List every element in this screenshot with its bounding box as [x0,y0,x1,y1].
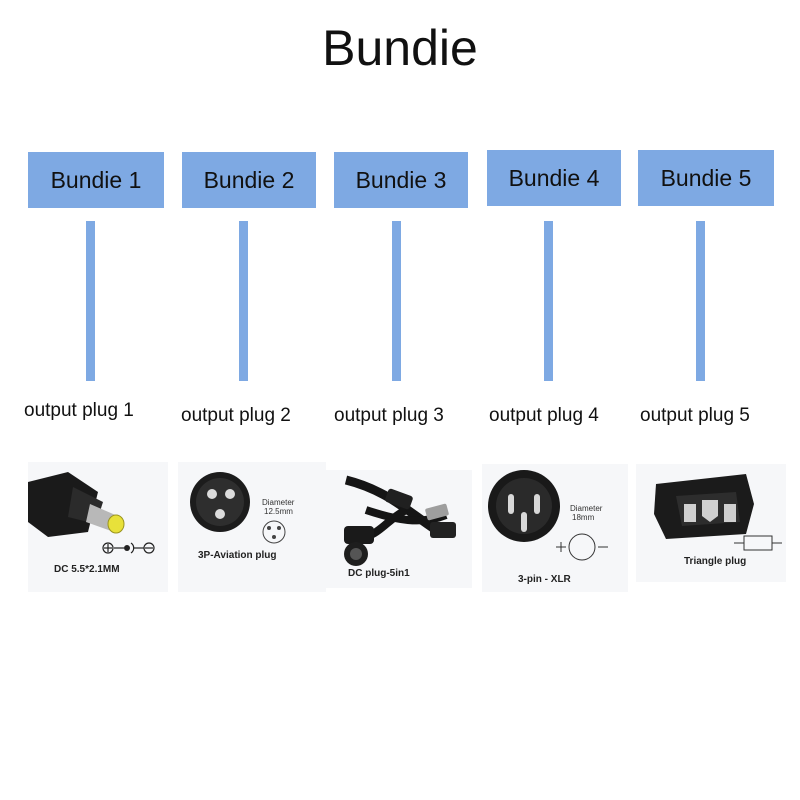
plug-caption-3: DC plug-5in1 [348,568,410,579]
connector-line-5 [696,221,705,381]
plug-image-3: DC plug-5in1 [326,470,472,588]
triangle-plug-icon [654,474,782,551]
plug-image-2: Diameter 12.5mm 3P-Aviation plug [178,462,326,592]
plug-image-5: Triangle plug [636,464,786,582]
output-plug-label-5: output plug 5 [640,405,750,426]
bundie-column-5: Bundie 5 output plug 5 Triangle plug [636,0,788,800]
plug-image-4: Diameter 18mm 3-pin - XLR [482,464,628,592]
bundie-column-3: Bundie 3 output plug 3 DC plug-5in1 [326,0,484,800]
connector-line-3 [392,221,401,381]
bundie-column-1: Bundie 1 output plug 1 DC 5.5*2.1MM [24,0,178,800]
bundie-box-1: Bundie 1 [28,152,164,208]
diameter-value-2: 12.5mm [264,507,293,516]
diameter-value-4: 18mm [572,513,595,522]
output-plug-label-2: output plug 2 [181,405,291,426]
plug-caption-2: 3P-Aviation plug [198,550,277,561]
plug-caption-1: DC 5.5*2.1MM [54,564,120,575]
plug-caption-5: Triangle plug [684,556,747,567]
connector-line-1 [86,221,95,381]
bundie-box-3: Bundie 3 [334,152,468,208]
connector-line-4 [544,221,553,381]
output-plug-label-4: output plug 4 [489,405,599,426]
dc-barrel-plug-icon [28,472,155,554]
bundie-box-5: Bundie 5 [638,150,774,206]
plug-caption-4: 3-pin - XLR [518,574,571,585]
page-title: Bundie [322,20,478,76]
diameter-label-2: Diameter [262,498,295,507]
output-plug-label-3: output plug 3 [334,405,444,426]
diameter-label-4: Diameter [570,504,603,513]
bundie-column-4: Bundie 4 output plug 4 Diameter 18mm 3-p… [482,0,637,800]
bundie-column-2: Bundie 2 output plug 2 Diameter 12.5mm 3… [178,0,332,800]
plug-image-1: DC 5.5*2.1MM [28,462,168,592]
connector-line-2 [239,221,248,381]
output-plug-label-1: output plug 1 [24,400,134,421]
aviation-plug-icon [190,472,286,544]
bundie-box-2: Bundie 2 [182,152,316,208]
xlr-plug-icon [488,470,608,561]
bundie-box-4: Bundie 4 [487,150,621,206]
dc-5in1-cable-icon [344,475,456,566]
